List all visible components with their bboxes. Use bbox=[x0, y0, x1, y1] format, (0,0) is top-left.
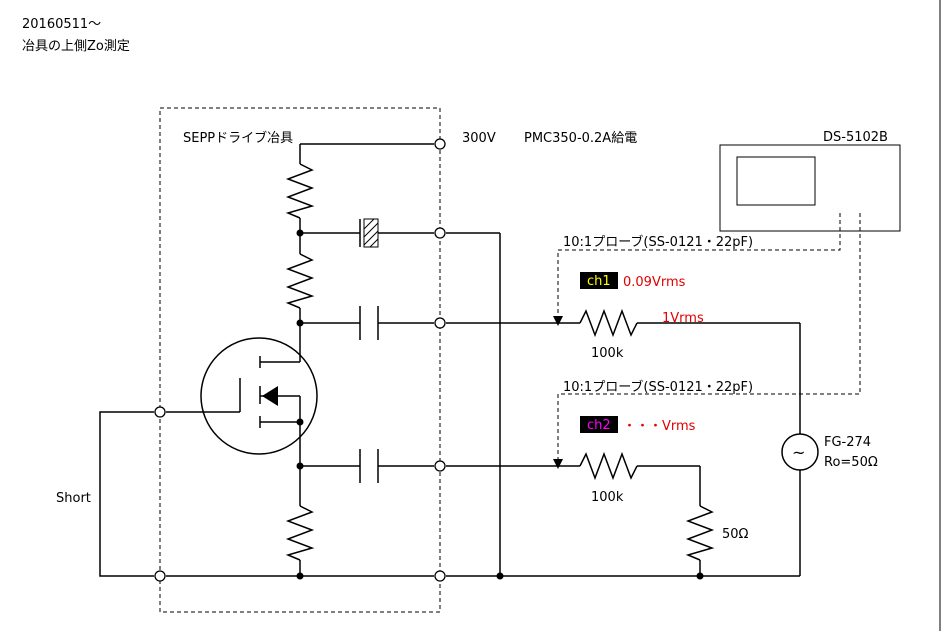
header-title: 冶具の上側Zo測定 bbox=[22, 39, 130, 54]
terminal-2 bbox=[434, 227, 446, 239]
jig-label: SEPPドライブ冶具 bbox=[183, 130, 293, 146]
resistor-50ohm bbox=[685, 505, 715, 561]
capacitor-c1 bbox=[300, 306, 434, 340]
junction-6 bbox=[496, 572, 504, 580]
ch2-reading: ・・・Vrms bbox=[623, 419, 696, 434]
resistor-100k-bottom bbox=[579, 451, 638, 481]
resistor-top-value: 100k bbox=[591, 346, 624, 361]
ch2-badge bbox=[580, 416, 618, 433]
oscilloscope-model: DS-5102B bbox=[823, 130, 888, 145]
generator-impedance: Ro=50Ω bbox=[824, 455, 878, 470]
junction-7 bbox=[696, 572, 704, 580]
ch1-badge bbox=[580, 272, 618, 289]
supply-voltage: 300V bbox=[462, 131, 496, 146]
short-wire bbox=[99, 411, 154, 577]
probe1-arrowhead bbox=[553, 316, 563, 326]
generator-symbol: ~ bbox=[792, 443, 805, 462]
terminal-gate bbox=[154, 406, 166, 418]
probe2-label: 10:1プローブ(SS-0121・22pF) bbox=[563, 379, 753, 395]
ch1-label: ch1 bbox=[587, 274, 611, 289]
load-resistor-value: 50Ω bbox=[722, 527, 749, 542]
ch1-reading: 0.09Vrms bbox=[623, 275, 686, 290]
resistor-r1 bbox=[285, 144, 315, 254]
terminal-ground-left bbox=[154, 570, 166, 582]
probe2-cable bbox=[557, 213, 861, 461]
junction-5 bbox=[296, 572, 304, 580]
oscilloscope-screen bbox=[736, 156, 816, 206]
terminal-300v bbox=[434, 138, 446, 150]
short-label: Short bbox=[56, 491, 91, 506]
terminal-4 bbox=[434, 460, 446, 472]
resistor-bottom-value: 100k bbox=[591, 490, 624, 505]
resistor-r3 bbox=[285, 505, 315, 576]
input-level: 1Vrms bbox=[662, 311, 704, 326]
probe1-cable bbox=[557, 213, 841, 318]
header-date: 20160511～ bbox=[22, 17, 101, 32]
terminal-ground-right bbox=[434, 570, 446, 582]
capacitor-c2 bbox=[300, 449, 434, 483]
probe2-arrowhead bbox=[553, 459, 563, 469]
hatched-element bbox=[300, 218, 434, 248]
ch2-label: ch2 bbox=[587, 418, 611, 433]
jig-boundary bbox=[159, 107, 441, 613]
resistor-r2 bbox=[285, 253, 315, 362]
mosfet bbox=[166, 337, 318, 455]
resistor-100k-top bbox=[579, 308, 638, 338]
oscilloscope-body bbox=[719, 144, 901, 232]
probe1-label: 10:1プローブ(SS-0121・22pF) bbox=[563, 234, 753, 250]
supply-source: PMC350-0.2A給電 bbox=[524, 131, 637, 146]
generator-model: FG-274 bbox=[824, 435, 871, 450]
terminal-3 bbox=[434, 317, 446, 329]
